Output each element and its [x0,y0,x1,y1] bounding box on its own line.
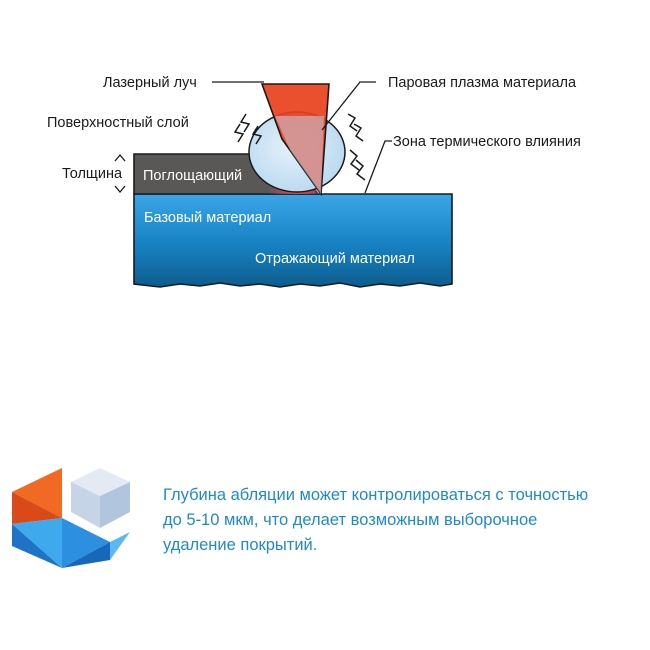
vapor-wave-icon [251,125,263,145]
label-vapor-plasma: Паровая плазма материала [388,75,577,91]
label-laser-beam: Лазерный луч [103,75,197,91]
laser-ablation-diagram: Лазерный луч Паровая плазма материала По… [47,75,581,288]
chevron-down-icon [114,185,126,194]
leader-line-plasma [321,81,376,131]
hexagon-cube-logo [12,468,130,568]
caption-text: Глубина абляции может контролироваться с… [163,486,589,554]
vapor-wave-icon [233,123,245,143]
vapor-wave-icon [353,123,364,142]
label-base-material: Базовый материал [144,210,271,226]
label-heat-affected-zone: Зона термического влияния [393,134,581,150]
base-material-block [133,193,453,288]
vapor-wave-icon [239,113,251,133]
vapor-wave-icon [349,149,360,171]
vapor-wave-icon [347,113,358,132]
leader-line-haz [364,140,392,194]
label-absorbing: Поглощающий [143,168,242,184]
vapor-wave-icon [355,159,366,181]
chevron-up-icon [114,153,126,162]
label-thickness: Толщина [62,166,123,182]
label-surface-layer: Поверхностный слой [47,115,189,131]
laser-beam-in-plasma [275,116,324,194]
label-reflecting-material: Отражающий материал [255,251,415,267]
